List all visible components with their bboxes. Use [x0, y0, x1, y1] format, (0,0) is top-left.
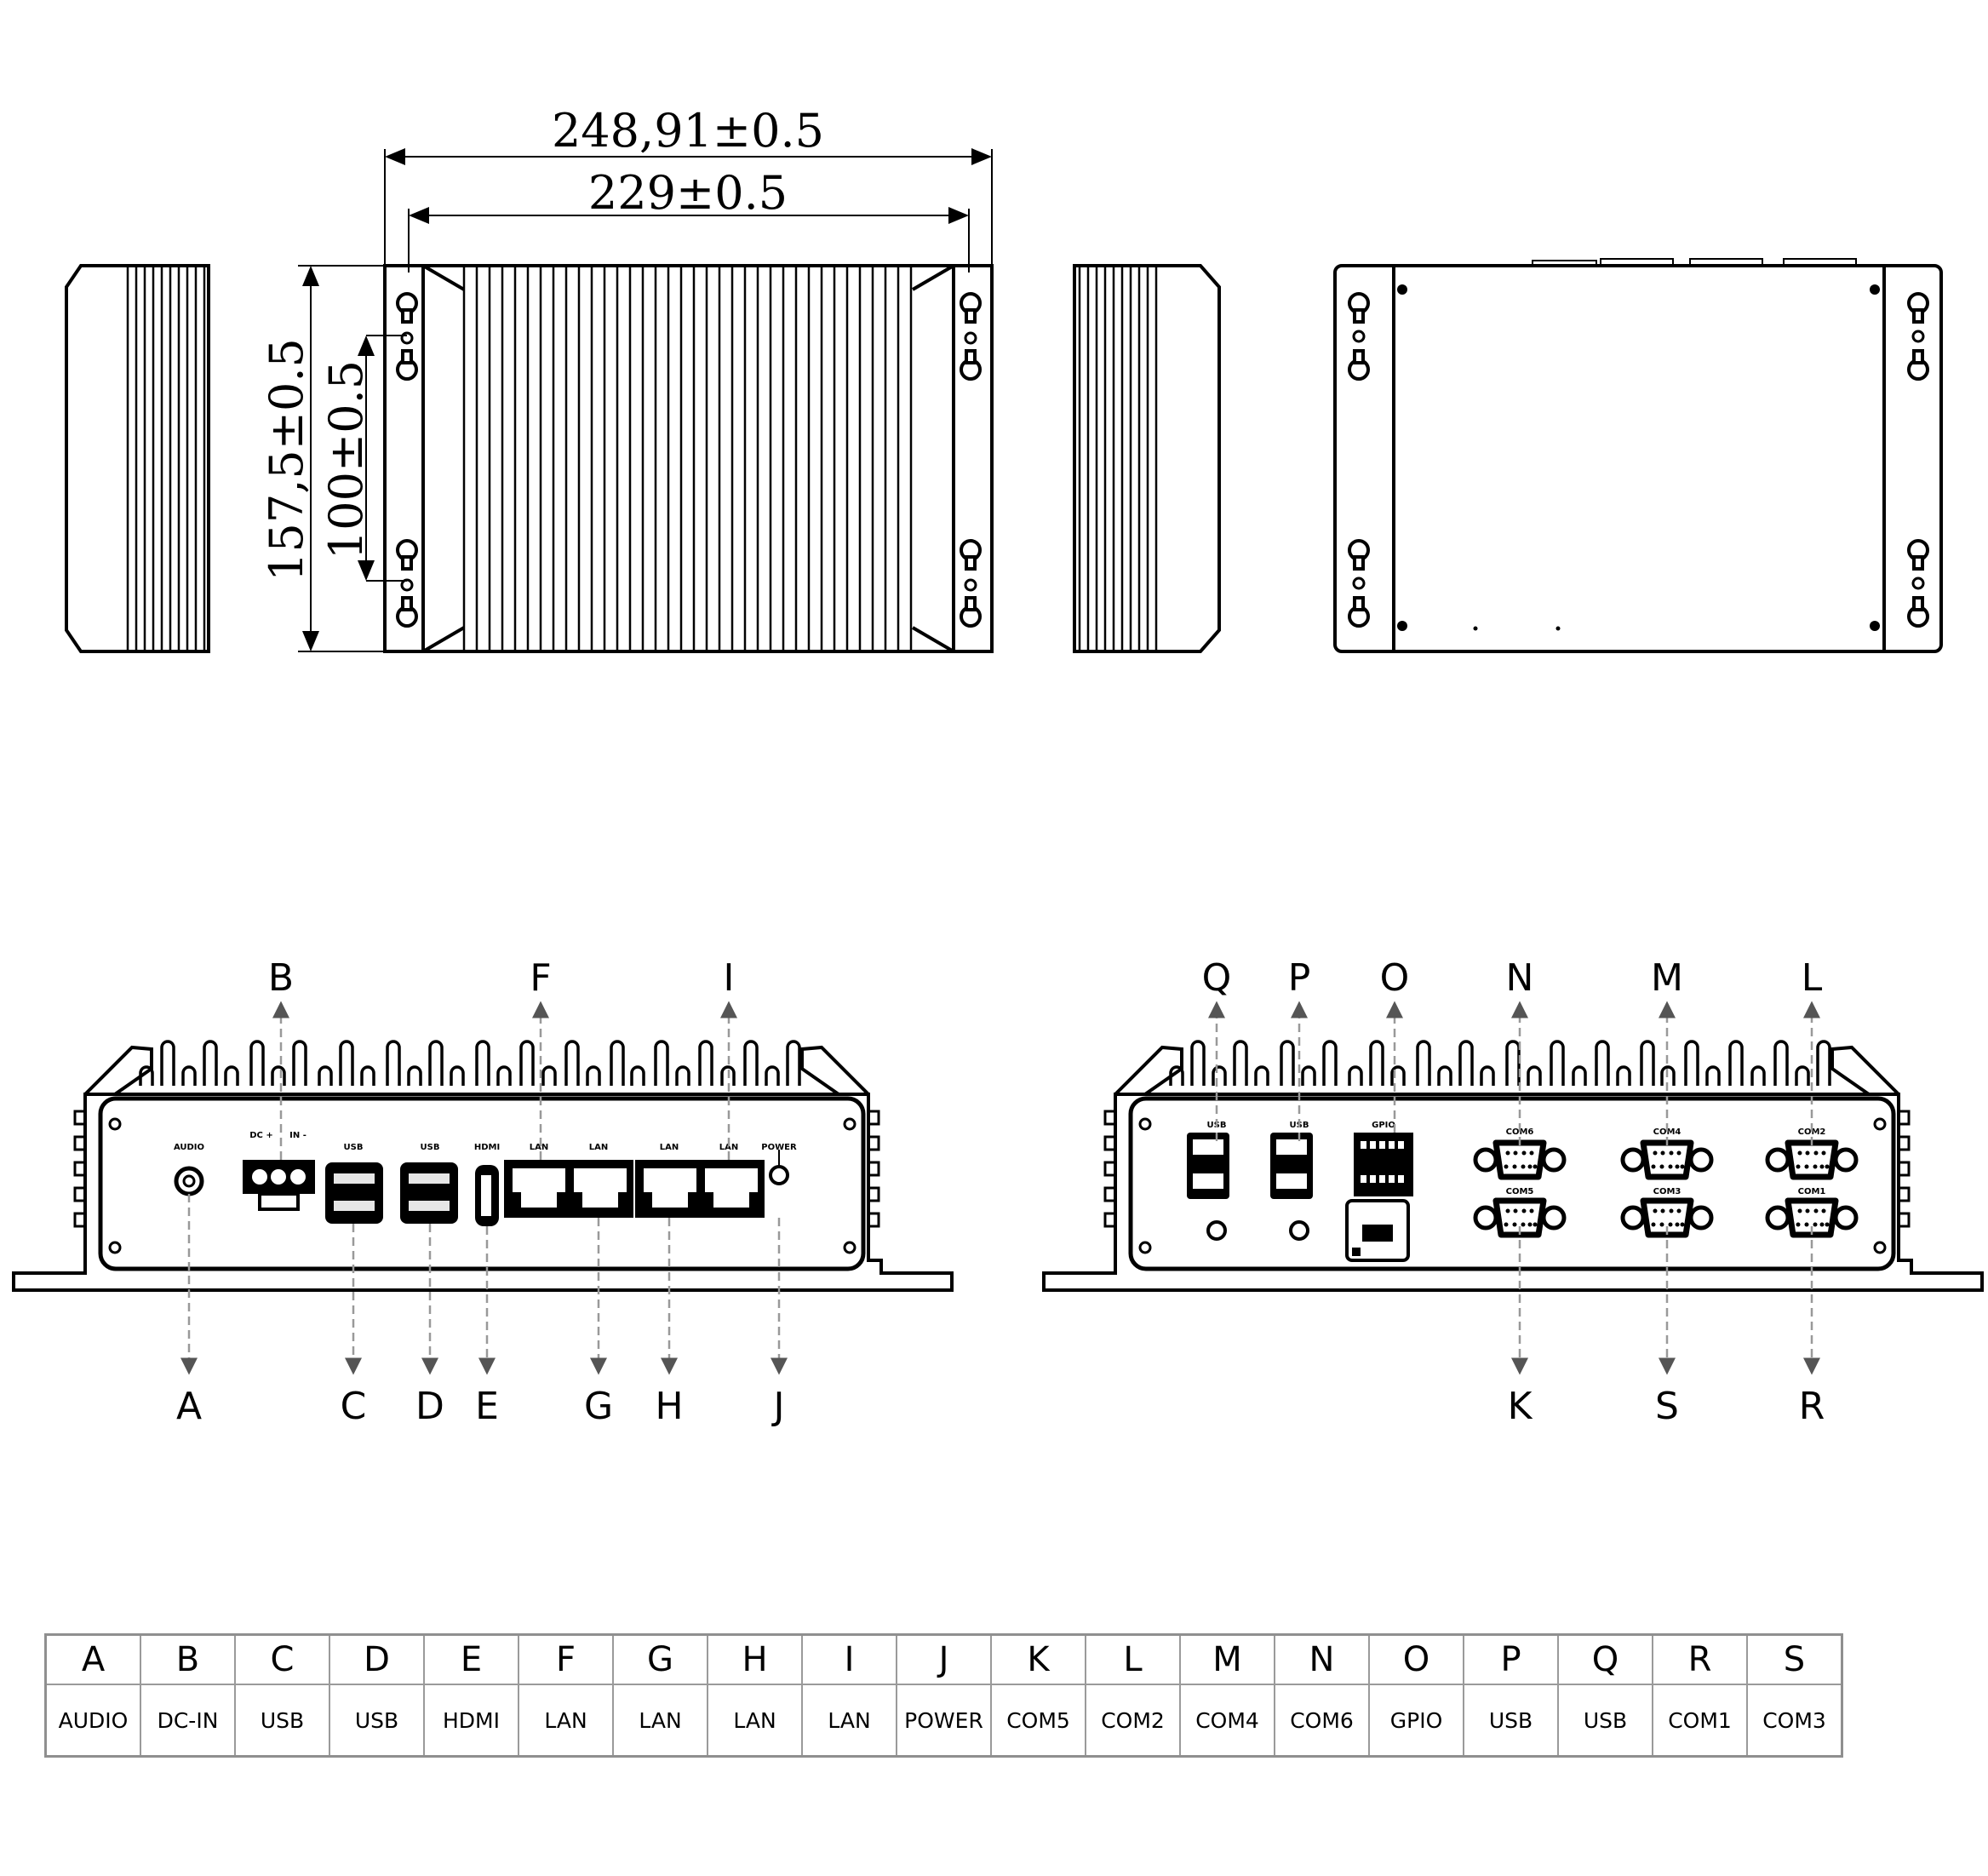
callout-i: I	[724, 956, 735, 1000]
svg-text:COM4: COM4	[1653, 1127, 1681, 1137]
top-view	[383, 264, 994, 653]
callout-e: E	[475, 1385, 499, 1428]
front-panel: AUDIO DC + IN - USB USB HDMI LAN LAN LAN…	[12, 956, 954, 1428]
audio-jack	[174, 1166, 204, 1196]
svg-text:LAN: LAN	[589, 1143, 608, 1152]
svg-text:LAN: LAN	[660, 1143, 679, 1152]
rear-panel: USB USB GPIO COM6 COM4 COM2 COM5 COM3 CO…	[1042, 956, 1984, 1428]
usb-port-q	[1187, 1133, 1229, 1199]
callout-a: A	[176, 1385, 202, 1428]
svg-text:COM6: COM6	[1506, 1127, 1534, 1137]
callout-c: C	[341, 1385, 367, 1428]
dim-overall-width: 248,91±0.5	[552, 104, 824, 158]
callout-d: D	[415, 1385, 444, 1428]
callout-r: R	[1799, 1385, 1825, 1428]
dc-in-terminal	[243, 1160, 315, 1211]
svg-text:COM2: COM2	[1798, 1127, 1826, 1137]
lan-block-2	[635, 1160, 765, 1218]
callout-p: P	[1288, 956, 1311, 1000]
dim-mount-width: 229±0.5	[588, 166, 788, 220]
dc-terminal-rear	[1345, 1199, 1410, 1262]
callout-o: O	[1380, 956, 1410, 1000]
callout-m: M	[1651, 956, 1683, 1000]
usb-port-p	[1270, 1133, 1313, 1199]
callout-f: F	[530, 956, 551, 1000]
usb-port-c	[325, 1162, 383, 1224]
callout-k: K	[1508, 1385, 1533, 1428]
side-view-right	[1073, 264, 1221, 653]
svg-text:USB: USB	[344, 1143, 364, 1152]
bottom-view	[1333, 258, 1943, 653]
svg-text:LAN: LAN	[530, 1143, 548, 1152]
callout-n: N	[1506, 956, 1534, 1000]
hdmi-port	[475, 1165, 499, 1226]
dim-overall-height: 157,5±0.5	[260, 338, 313, 582]
lan-block-1	[504, 1160, 633, 1218]
callout-q: Q	[1202, 956, 1232, 1000]
svg-text:DC +: DC +	[249, 1131, 273, 1140]
callout-h: H	[655, 1385, 683, 1428]
svg-text:USB: USB	[421, 1143, 440, 1152]
usb-port-d	[400, 1162, 458, 1224]
svg-text:COM3: COM3	[1653, 1187, 1681, 1196]
callout-j: J	[771, 1385, 785, 1428]
svg-text:AUDIO: AUDIO	[174, 1143, 204, 1152]
power-button	[769, 1150, 789, 1185]
callout-l: L	[1802, 956, 1823, 1000]
dim-mount-height: 100±0.5	[319, 360, 373, 559]
svg-text:COM1: COM1	[1798, 1187, 1826, 1196]
svg-text:IN -: IN -	[289, 1131, 307, 1140]
gpio-header	[1354, 1133, 1413, 1196]
callout-b: B	[268, 956, 294, 1000]
svg-text:POWER: POWER	[761, 1143, 797, 1152]
svg-text:LAN: LAN	[719, 1143, 738, 1152]
svg-text:GPIO: GPIO	[1372, 1121, 1395, 1130]
callout-s: S	[1655, 1385, 1679, 1428]
svg-text:HDMI: HDMI	[474, 1143, 500, 1152]
dimension-lines	[298, 148, 993, 652]
callout-g: G	[584, 1385, 613, 1428]
side-view-left	[65, 264, 210, 653]
svg-text:COM5: COM5	[1506, 1187, 1534, 1196]
